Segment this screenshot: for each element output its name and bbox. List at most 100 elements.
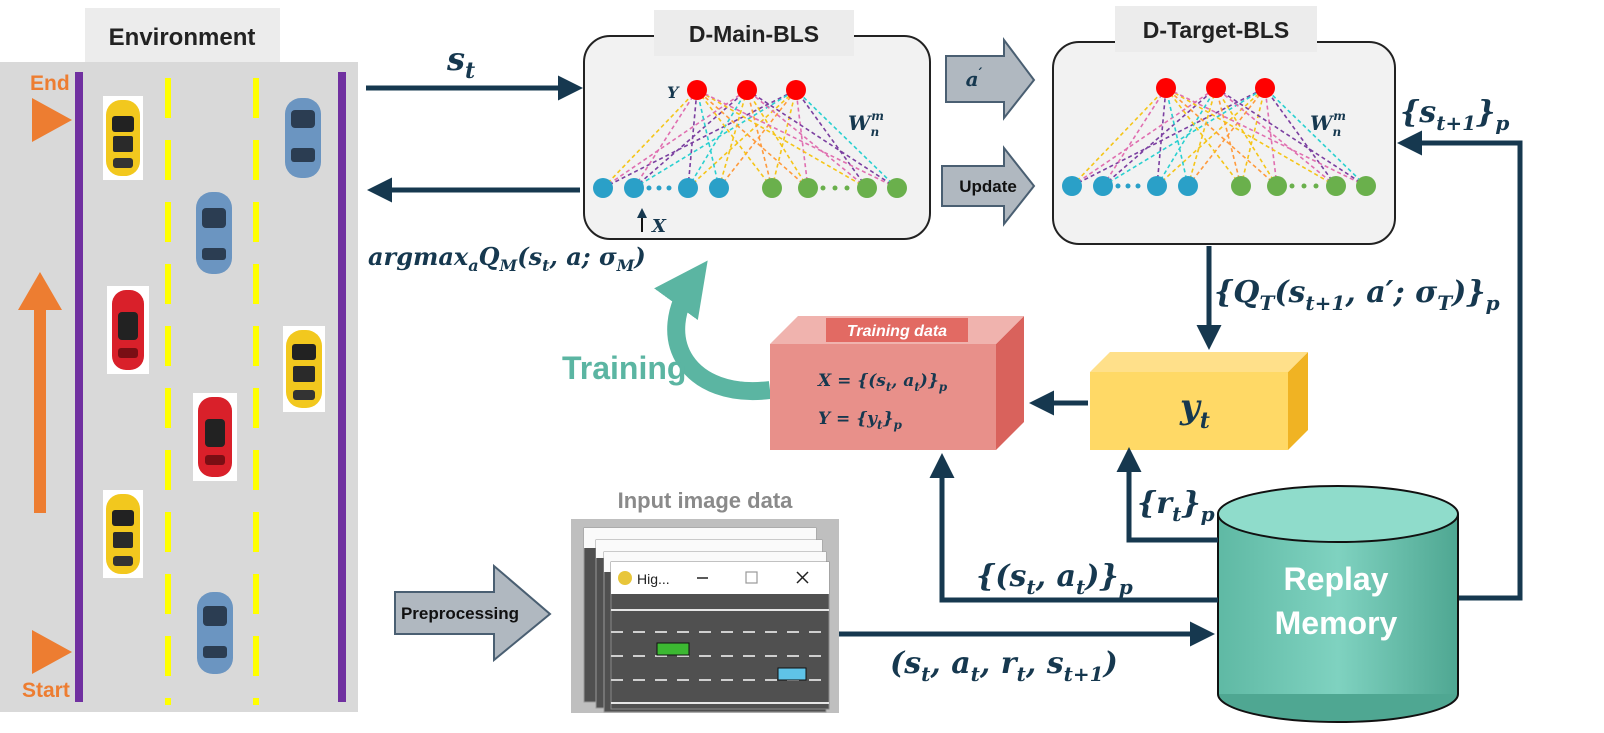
target-ellipsis-dot-1 — [1125, 183, 1131, 189]
main-edge-14 — [771, 89, 797, 189]
car-blue-3 — [197, 592, 233, 674]
target-edge-4 — [1102, 87, 1217, 187]
action-prime-arrow: a′ — [945, 37, 1036, 121]
main-feature-node-3 — [709, 178, 729, 198]
environment-panel: Environment End Start — [0, 8, 358, 712]
update-arrow: Update — [941, 145, 1036, 227]
training-arrow — [654, 260, 772, 401]
target-feature-node-0 — [1062, 176, 1082, 196]
target-ellipsis-dot-4 — [1301, 183, 1307, 189]
car-blue-2 — [196, 192, 232, 274]
argmax-label: argmaxaQM(st, a; σM) — [368, 242, 646, 275]
main-edge-23 — [795, 89, 898, 189]
main-edge-3 — [633, 89, 698, 189]
car-red-1 — [107, 286, 149, 374]
target-network-nodes — [1062, 78, 1376, 196]
main-network-edges — [602, 89, 898, 189]
main-output-node-1 — [737, 80, 757, 100]
target-enhancement-node-0 — [1231, 176, 1251, 196]
end-flag-icon — [32, 98, 72, 142]
qt-label: {QT(st+1, a′; σT)}p — [1214, 275, 1500, 315]
target-network-title: D-Target-BLS — [1143, 17, 1290, 43]
training-x-formula: X = {(st, at)}p — [817, 371, 948, 394]
transition-label: (st, at, rt, st+1) — [890, 646, 1118, 686]
main-enhancement-node-1 — [798, 178, 818, 198]
yt-box: yt — [1090, 352, 1308, 450]
reward-label: {rt}p — [1137, 486, 1215, 526]
target-edge-13 — [1215, 87, 1242, 187]
target-edge-1 — [1071, 87, 1217, 187]
replay-memory-cylinder: Replay Memory — [1217, 485, 1459, 723]
main-edge-15 — [696, 89, 809, 189]
target-network-panel: D-Target-BLS Wnm — [1052, 6, 1396, 245]
target-output-node-0 — [1156, 78, 1176, 98]
target-edge-0 — [1071, 87, 1167, 187]
svg-text:a′: a′ — [966, 66, 983, 91]
target-weight-label: Wnm — [1310, 109, 1346, 139]
target-edge-2 — [1071, 87, 1266, 187]
main-x-label: X — [651, 216, 667, 237]
preprocessing-arrow: Preprocessing — [394, 563, 552, 663]
target-edge-19 — [1215, 87, 1337, 187]
target-ellipsis-dot-0 — [1115, 183, 1121, 189]
main-feature-node-2 — [678, 178, 698, 198]
main-ellipsis-dot-3 — [820, 185, 826, 191]
car-yellow-1 — [103, 96, 143, 180]
target-edge-14 — [1240, 87, 1266, 187]
window-title: Hig... — [637, 571, 670, 587]
target-edge-18 — [1165, 87, 1337, 187]
target-edge-21 — [1165, 87, 1367, 187]
target-edge-15 — [1165, 87, 1278, 187]
environment-title-box — [85, 8, 280, 62]
update-label: Update — [959, 177, 1017, 196]
training-data-box: Training data X = {(st, at)}p Y = {yt}p — [770, 316, 1024, 450]
target-network-box — [1052, 41, 1396, 245]
target-edge-22 — [1215, 87, 1367, 187]
main-edge-22 — [746, 89, 898, 189]
main-ellipsis-dot-2 — [666, 185, 672, 191]
target-edge-10 — [1187, 87, 1217, 187]
main-edge-7 — [687, 89, 748, 189]
target-edge-9 — [1165, 87, 1189, 187]
next-state-label: {st+1}p — [1400, 95, 1509, 135]
input-image-stack: Input image data Hig... — [571, 488, 839, 713]
reward-arrow — [1116, 447, 1218, 543]
next-state-arrow — [1397, 130, 1523, 601]
main-network-panel: D-Main-BLS Y Wnm X — [583, 10, 931, 240]
target-network-title-box — [1115, 6, 1317, 52]
main-edge-2 — [602, 89, 797, 189]
replay-memory-line2: Memory — [1275, 605, 1398, 641]
target-feature-node-3 — [1178, 176, 1198, 196]
direction-arrow-icon — [18, 272, 62, 310]
target-ellipsis-dot-5 — [1313, 183, 1319, 189]
input-image-title: Input image data — [618, 488, 794, 513]
main-weight-label: Wnm — [848, 109, 884, 139]
main-enhancement-node-0 — [762, 178, 782, 198]
target-edge-17 — [1264, 87, 1278, 187]
target-feature-node-1 — [1093, 176, 1113, 196]
target-edge-6 — [1156, 87, 1167, 187]
target-edge-8 — [1156, 87, 1266, 187]
target-edge-7 — [1156, 87, 1217, 187]
end-label: End — [30, 72, 70, 95]
main-ellipsis-dot-4 — [832, 185, 838, 191]
main-edge-1 — [602, 89, 748, 189]
main-edge-5 — [633, 89, 797, 189]
car-yellow-3 — [103, 490, 143, 578]
main-feature-node-1 — [624, 178, 644, 198]
preprocessing-label: Preprocessing — [401, 604, 519, 623]
main-edge-20 — [795, 89, 868, 189]
target-ellipsis-dot-3 — [1289, 183, 1295, 189]
target-edge-16 — [1215, 87, 1278, 187]
replay-memory-line1: Replay — [1284, 561, 1389, 597]
target-output-node-2 — [1255, 78, 1275, 98]
main-feature-node-0 — [593, 178, 613, 198]
target-edge-23 — [1264, 87, 1367, 187]
start-flag-icon — [32, 630, 72, 674]
state-action-arrow — [929, 453, 1218, 603]
target-enhancement-node-2 — [1326, 176, 1346, 196]
target-enhancement-node-1 — [1267, 176, 1287, 196]
start-label: Start — [22, 679, 70, 702]
main-ellipsis-dot-5 — [844, 185, 850, 191]
main-edge-17 — [795, 89, 809, 189]
